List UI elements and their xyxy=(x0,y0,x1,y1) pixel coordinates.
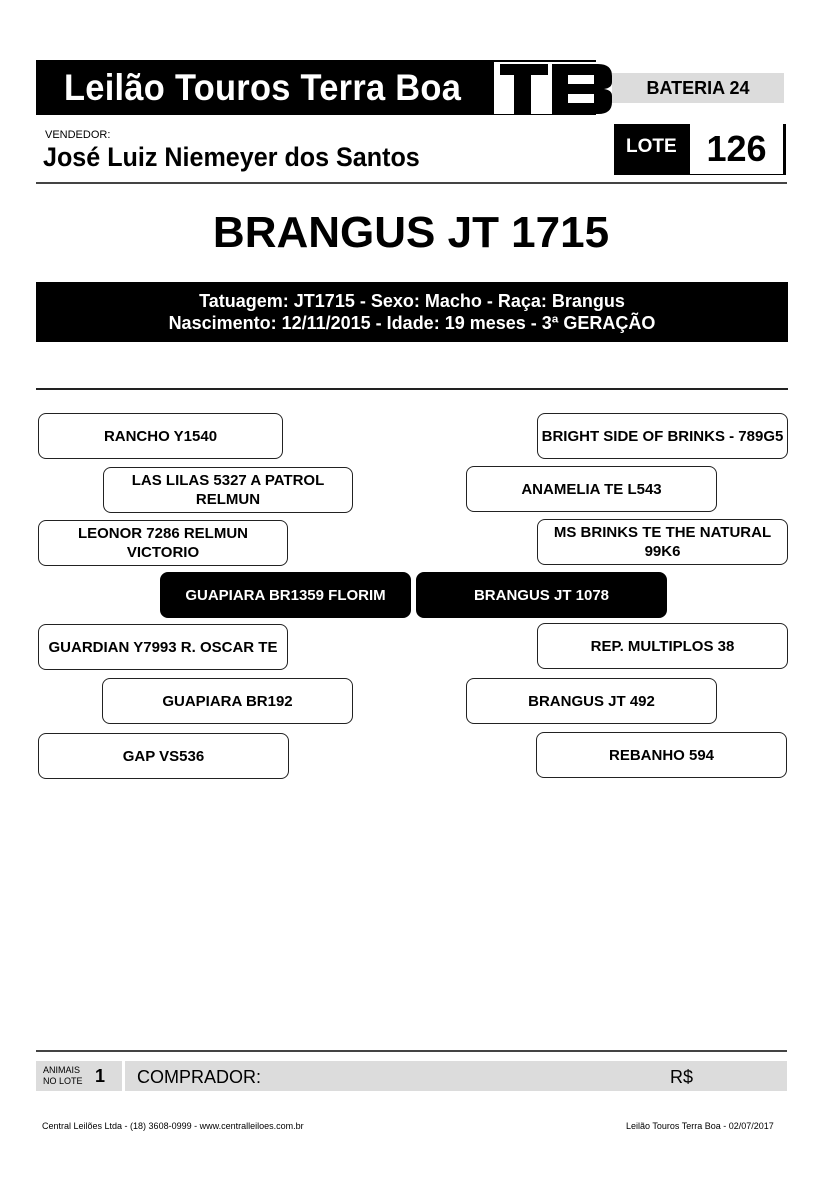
lote-label: LOTE xyxy=(626,136,677,157)
company-info: Central Leilões Ltda - (18) 3608-0999 - … xyxy=(42,1121,304,1131)
vendedor-name: José Luiz Niemeyer dos Santos xyxy=(43,142,420,172)
animais-label: ANIMAIS NO LOTE xyxy=(43,1065,83,1086)
buyer-bar xyxy=(36,1061,787,1091)
pedigree-box: REBANHO 594 xyxy=(536,732,787,778)
pedigree-box: GAP VS536 xyxy=(38,733,289,779)
pedigree-box: RANCHO Y1540 xyxy=(38,413,283,459)
pedigree-box: BRIGHT SIDE OF BRINKS - 789G5 xyxy=(537,413,788,459)
animal-info-line-1: Tatuagem: JT1715 - Sexo: Macho - Raça: B… xyxy=(199,291,625,311)
pedigree-box: REP. MULTIPLOS 38 xyxy=(537,623,788,669)
lote-number: 126 xyxy=(690,124,783,174)
animal-info-band: Tatuagem: JT1715 - Sexo: Macho - Raça: B… xyxy=(36,282,788,342)
bateria-badge: BATERIA 24 xyxy=(612,73,784,103)
animal-info-line-2: Nascimento: 12/11/2015 - Idade: 19 meses… xyxy=(168,313,656,333)
pedigree-box: MS BRINKS TE THE NATURAL 99K6 xyxy=(537,519,788,565)
pedigree-divider xyxy=(36,388,788,390)
buyer-bar-separator xyxy=(122,1061,125,1091)
auction-title: Leilão Touros Terra Boa xyxy=(64,67,462,108)
pedigree-box: LEONOR 7286 RELMUN VICTORIO xyxy=(38,520,288,566)
pedigree-box: GUAPIARA BR192 xyxy=(102,678,353,724)
animal-name: BRANGUS JT 1715 xyxy=(212,208,610,257)
comprador-label: COMPRADOR: xyxy=(137,1067,262,1087)
pedigree-dam-box: GUAPIARA BR1359 FLORIM xyxy=(160,572,411,618)
pedigree-box: GUARDIAN Y7993 R. OSCAR TE xyxy=(38,624,288,670)
animais-count: 1 xyxy=(95,1066,106,1086)
footer-divider xyxy=(36,1050,787,1052)
pedigree-box: ANAMELIA TE L543 xyxy=(466,466,717,512)
event-info: Leilão Touros Terra Boa - 02/07/2017 xyxy=(626,1121,774,1131)
tb-logo xyxy=(494,62,616,114)
pedigree-box: BRANGUS JT 492 xyxy=(466,678,717,724)
pedigree-sire-box: BRANGUS JT 1078 xyxy=(416,572,667,618)
pedigree-box: LAS LILAS 5327 A PATROL RELMUN xyxy=(103,467,353,513)
currency-label: R$ xyxy=(670,1067,694,1087)
vendedor-label: VENDEDOR: xyxy=(45,129,111,141)
header-divider xyxy=(36,182,787,184)
